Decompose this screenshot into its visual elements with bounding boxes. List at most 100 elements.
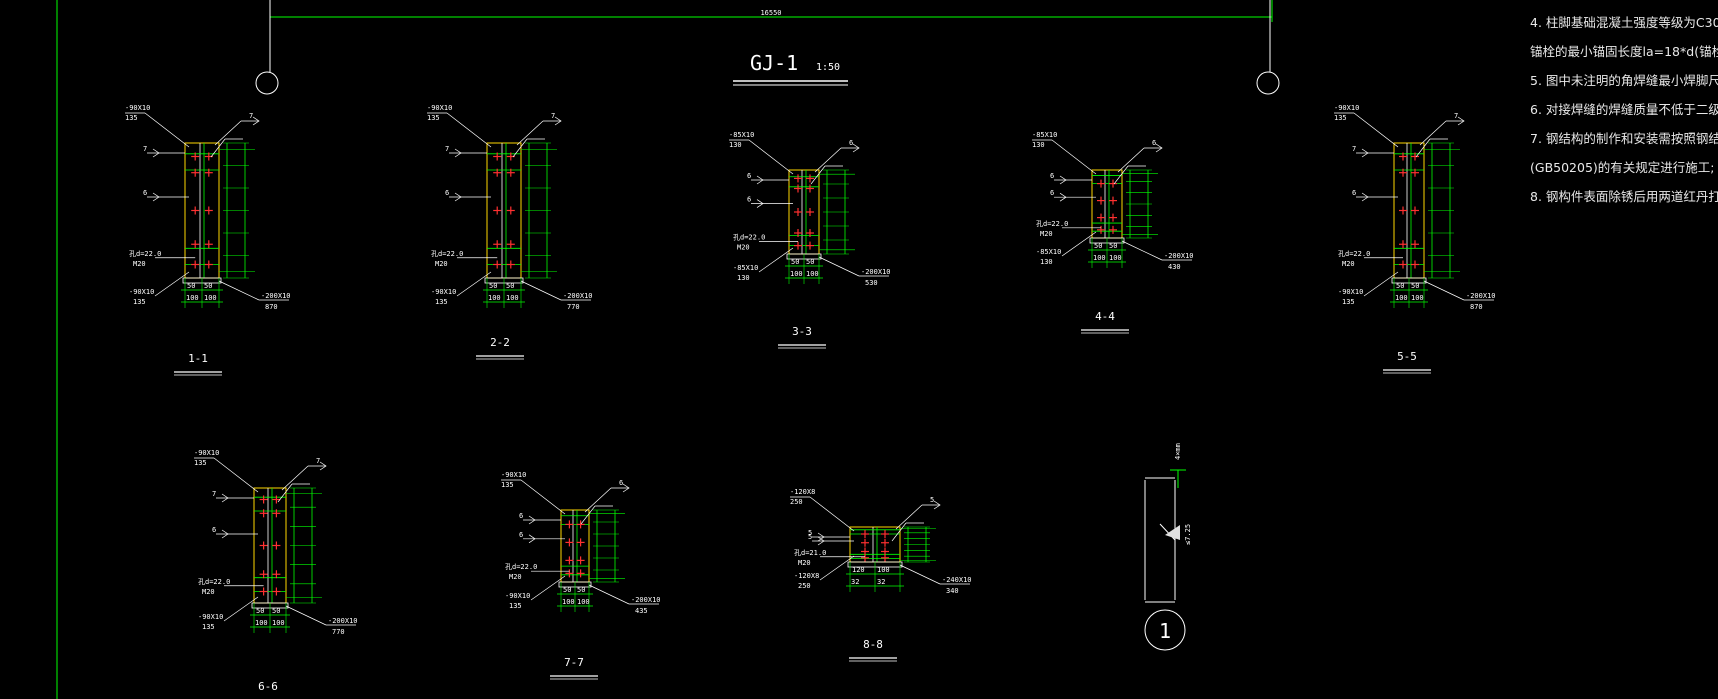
top-plate-length: 250: [790, 498, 803, 506]
weld-size-tag: 6: [519, 531, 523, 539]
leader-line: [758, 247, 794, 273]
base-plate-label: -240X10: [942, 576, 972, 584]
weld-leader: [281, 465, 309, 491]
base-plate-length: 430: [1168, 263, 1181, 271]
base-width-label: 50: [272, 607, 280, 615]
top-plate-label: -90X10: [427, 104, 452, 112]
note-line: 6. 对接焊缝的焊缝质量不低于二级;: [1530, 102, 1718, 117]
bolt-spec-label: M20: [737, 243, 750, 251]
weld-size-tag: 6: [1050, 172, 1054, 180]
leader-line: [1423, 280, 1465, 301]
base-plate-length: 530: [865, 279, 878, 287]
base-depth-label: 100: [577, 598, 590, 606]
section-label: 1-1: [188, 352, 208, 365]
bottom-plate-label: -90X10: [1338, 288, 1363, 296]
weld-arrow-icon: [528, 534, 536, 544]
base-plate-label: -200X10: [328, 617, 358, 625]
weld-leader: [210, 138, 226, 158]
note-line: 5. 图中未注明的角焊缝最小焊脚尺寸为 mm,: [1530, 73, 1718, 88]
base-width-label: 50: [506, 282, 514, 290]
weld-size-tag: 7: [143, 145, 147, 153]
weld-size-tag: 7: [1454, 112, 1458, 120]
base-depth-label: 32: [851, 578, 859, 586]
weld-leader: [1117, 147, 1145, 173]
weld-size-tag: 6: [445, 189, 449, 197]
base-plate-label: -200X10: [1164, 252, 1194, 260]
bottom-plate-length: 130: [1040, 258, 1053, 266]
weld-size-tag: 7: [212, 490, 216, 498]
bottom-plate-label: -90X10: [129, 288, 154, 296]
base-depth-label: 100: [1395, 294, 1408, 302]
base-plate-label: -200X10: [631, 596, 661, 604]
leader-line: [530, 575, 566, 601]
base-width-label: 50: [806, 258, 814, 266]
base-depth-label: 100: [562, 598, 575, 606]
base-plate-length: 870: [265, 303, 278, 311]
bottom-plate-length: 135: [133, 298, 146, 306]
base-depth-label: 100: [488, 294, 501, 302]
bolt-hole-label: 孔d=22.0: [733, 233, 765, 241]
top-plate-length: 135: [1334, 114, 1347, 122]
leader-line: [456, 271, 492, 297]
leader-line: [809, 496, 855, 532]
base-depth-label: 100: [506, 294, 519, 302]
section-label: 8-8: [863, 638, 883, 651]
base-plate-length: 340: [946, 587, 959, 595]
bottom-plate-length: 135: [435, 298, 448, 306]
base-plate-length: 435: [635, 607, 648, 615]
weld-arrow-icon: [1457, 116, 1465, 126]
note-line: 7. 钢结构的制作和安装需按照钢结构工程施工及验: [1530, 131, 1718, 146]
leader-line: [818, 256, 860, 277]
weld-arrow-icon: [252, 116, 260, 126]
weld-note: ≤7.25: [1184, 524, 1192, 545]
base-depth-label: 100: [186, 294, 199, 302]
base-plate-label: -200X10: [563, 292, 593, 300]
weld-arrow-icon: [756, 175, 764, 185]
bottom-plate-label: -90X10: [431, 288, 456, 296]
base-width-label: 100: [877, 566, 890, 574]
weld-leader: [810, 165, 826, 185]
weld-leader: [1415, 138, 1431, 158]
top-plate-length: 135: [501, 481, 514, 489]
top-plate-length: 130: [729, 141, 742, 149]
base-width-label: 50: [791, 258, 799, 266]
bolt-spec-label: M20: [435, 260, 448, 268]
top-plate-length: 135: [125, 114, 138, 122]
section-label: 5-5: [1397, 350, 1417, 363]
weld-detail: 4×mm ≤7.25 1: [1144, 443, 1192, 651]
base-plate-label: -200X10: [1466, 292, 1496, 300]
bolt-hole-label: 孔d=22.0: [431, 250, 463, 258]
weld-size-tag: 6: [1050, 189, 1054, 197]
weld-leader: [1419, 120, 1447, 146]
span-dimension-text: 16550: [760, 9, 781, 17]
bolt-spec-label: M20: [1040, 230, 1053, 238]
weld-size-tag: 6: [849, 139, 853, 147]
weld-arrow-icon: [454, 148, 462, 158]
drawing-title: GJ-1: [750, 51, 798, 75]
base-depth-label: 100: [204, 294, 217, 302]
weld-leader: [580, 505, 596, 525]
leader-line: [520, 280, 562, 301]
bolt-hole-label: 孔d=21.0: [794, 549, 826, 557]
section-label: 3-3: [792, 325, 812, 338]
leader-line: [154, 271, 190, 297]
bolt-hole-label: 孔d=22.0: [129, 250, 161, 258]
drawing-scale: 1:50: [816, 62, 840, 73]
weld-arrow-icon: [528, 515, 536, 525]
base-plate-length: 870: [1470, 303, 1483, 311]
bolt-spec-label: M20: [509, 573, 522, 581]
base-width-label: 50: [1094, 242, 1102, 250]
bottom-plate-label: -90X10: [505, 592, 530, 600]
weld-arrow-icon: [817, 536, 825, 546]
weld-arrow-icon: [817, 532, 825, 542]
top-plate-label: -90X10: [125, 104, 150, 112]
base-depth-label: 100: [1411, 294, 1424, 302]
bottom-plate-length: 135: [1342, 298, 1355, 306]
leader-line: [223, 596, 259, 622]
weld-arrow-icon: [1155, 143, 1163, 153]
leader-line: [218, 280, 260, 301]
